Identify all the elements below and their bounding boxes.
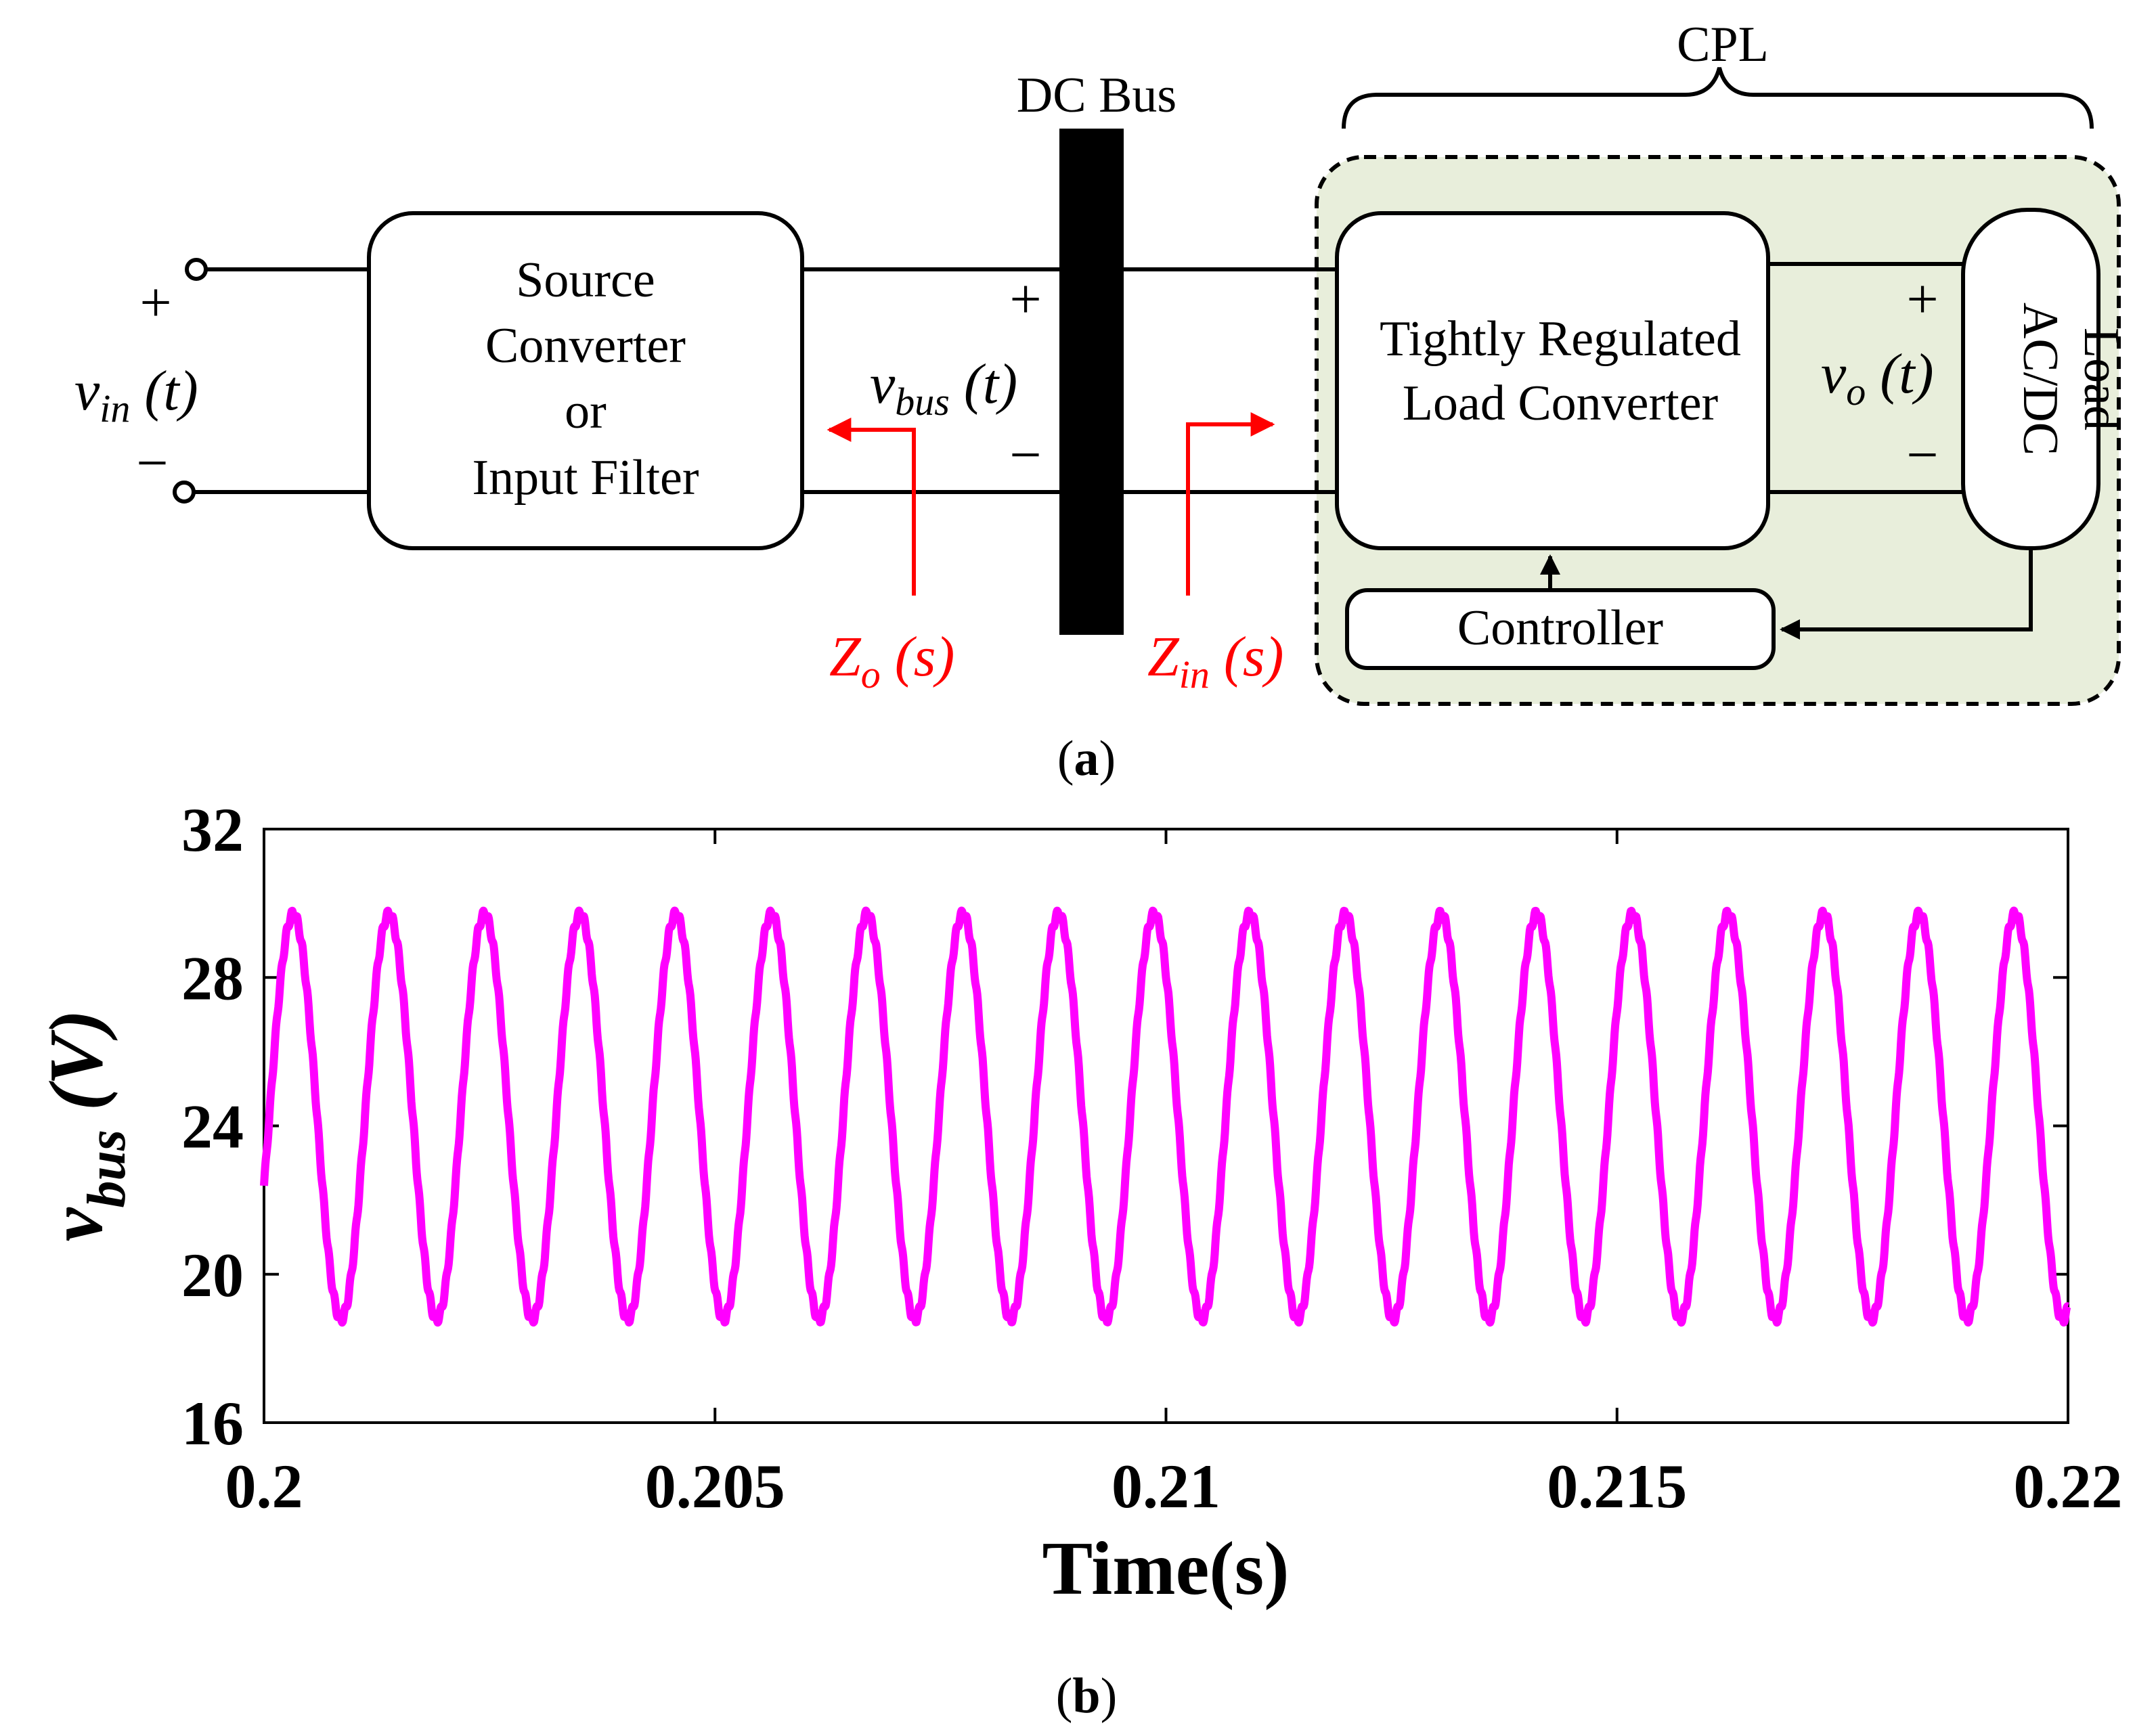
source-line-3: or — [565, 384, 607, 439]
vin-plus: + — [139, 271, 171, 334]
x-tick-label: 0.2 — [225, 1452, 303, 1521]
voltage-chart: 0.2 0.205 0.21 0.215 0.22 16 20 24 28 32 Time(s)… — [35, 795, 2123, 1724]
x-tick-labels: 0.2 0.205 0.21 0.215 0.22 — [225, 1452, 2123, 1521]
vo-minus: − — [1906, 424, 1938, 487]
zo-arrow — [827, 418, 916, 596]
y-tick-label: 20 — [181, 1241, 244, 1310]
source-line-1: Source — [516, 252, 655, 308]
y-axis-label: vbus (V) — [35, 1010, 137, 1242]
dc-bus-bar — [1059, 129, 1124, 635]
y-tick-label: 24 — [181, 1092, 244, 1161]
feedback-wire — [1780, 550, 2033, 640]
cpl-label: CPL — [1677, 17, 1769, 72]
cpl-brace — [1342, 67, 2094, 129]
controller-label: Controller — [1457, 600, 1663, 656]
load-label-1: AC/DC — [2012, 303, 2068, 455]
vo-label: vo (t) — [1821, 342, 1934, 414]
controller-box — [1345, 588, 1776, 670]
source-line-4: Input Filter — [472, 450, 699, 506]
input-terminal-bottom — [173, 481, 196, 504]
input-terminal-top — [185, 258, 208, 281]
y-tick-label: 16 — [181, 1389, 244, 1458]
source-converter-box — [367, 211, 804, 550]
load-converter-line-1: Tightly Regulated — [1380, 311, 1741, 367]
vbus-plus: + — [1009, 268, 1041, 331]
plot-area — [263, 828, 2069, 1424]
vin-label: vin (t) — [74, 359, 198, 430]
load-converter-box — [1335, 211, 1770, 550]
x-tick-label: 0.21 — [1112, 1452, 1220, 1521]
zin-label: Zin (s) — [1147, 625, 1283, 696]
y-tick-labels: 16 20 24 28 32 — [181, 795, 244, 1458]
load-converter-line-2: Load Converter — [1403, 376, 1718, 431]
x-axis-label: Time(s) — [1042, 1527, 1290, 1611]
x-tick-label: 0.215 — [1547, 1452, 1687, 1521]
source-line-2: Converter — [485, 318, 686, 374]
vbus-label: vbus (t) — [870, 353, 1017, 424]
x-tick-label: 0.205 — [645, 1452, 785, 1521]
y-tick-label: 32 — [181, 795, 244, 864]
vbus-series-line — [260, 906, 2072, 1327]
ac-dc-load-box — [1961, 208, 2100, 550]
zo-label: Zo (s) — [829, 625, 954, 696]
caption-a: (a) — [1057, 731, 1116, 786]
load-label-2: Load — [2073, 328, 2129, 430]
dc-bus-label: DC Bus — [1017, 68, 1176, 123]
zin-arrow — [1186, 412, 1275, 596]
vbus-minus: − — [1009, 424, 1041, 487]
circuit-diagram: CPL Source Converter or Input Filter DC … — [74, 17, 2129, 786]
y-tick-label: 28 — [181, 943, 244, 1012]
x-tick-label: 0.22 — [2014, 1452, 2123, 1521]
vo-plus: + — [1906, 268, 1938, 331]
caption-b: (b) — [1056, 1668, 1117, 1724]
vin-minus: − — [136, 432, 168, 495]
